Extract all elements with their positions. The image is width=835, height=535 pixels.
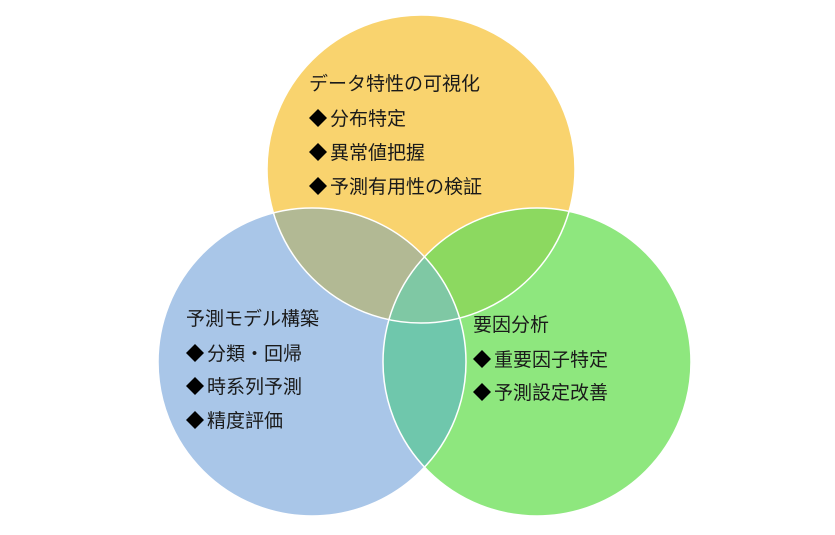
diamond-bullet-icon	[309, 109, 327, 127]
left-set-item: 精度評価	[207, 410, 283, 432]
right-set-labels: 要因分析 重要因子特定 予測設定改善	[473, 314, 608, 404]
right-set-item: 重要因子特定	[494, 349, 608, 371]
left-set-labels: 予測モデル構築 分類・回帰 時系列予測 精度評価	[186, 308, 319, 432]
left-set-item: 時系列予測	[207, 376, 302, 398]
top-set-item: 予測有用性の検証	[330, 176, 482, 198]
outline-left	[157, 207, 467, 517]
diamond-bullet-icon	[309, 177, 327, 195]
diamond-bullet-icon	[186, 411, 204, 429]
top-set-labels: データ特性の可視化 分布特定 異常値把握 予測有用性の検証	[309, 73, 482, 198]
outline-right	[382, 207, 692, 517]
top-set-title: データ特性の可視化	[309, 73, 480, 95]
top-set-item: 異常値把握	[330, 142, 425, 164]
top-set-item: 分布特定	[330, 108, 406, 130]
outline-top	[266, 14, 576, 324]
right-set-item: 予測設定改善	[494, 382, 608, 404]
right-set-title: 要因分析	[473, 314, 549, 336]
left-set-title: 予測モデル構築	[186, 308, 319, 330]
overlap-top-right	[383, 208, 575, 323]
diamond-bullet-icon	[186, 377, 204, 395]
diamond-bullet-icon	[186, 344, 204, 362]
diamond-bullet-icon	[309, 143, 327, 161]
left-set-item: 分類・回帰	[207, 343, 302, 365]
diamond-bullet-icon	[473, 383, 491, 401]
overlap-top-left	[267, 208, 466, 323]
diamond-bullet-icon	[473, 350, 491, 368]
